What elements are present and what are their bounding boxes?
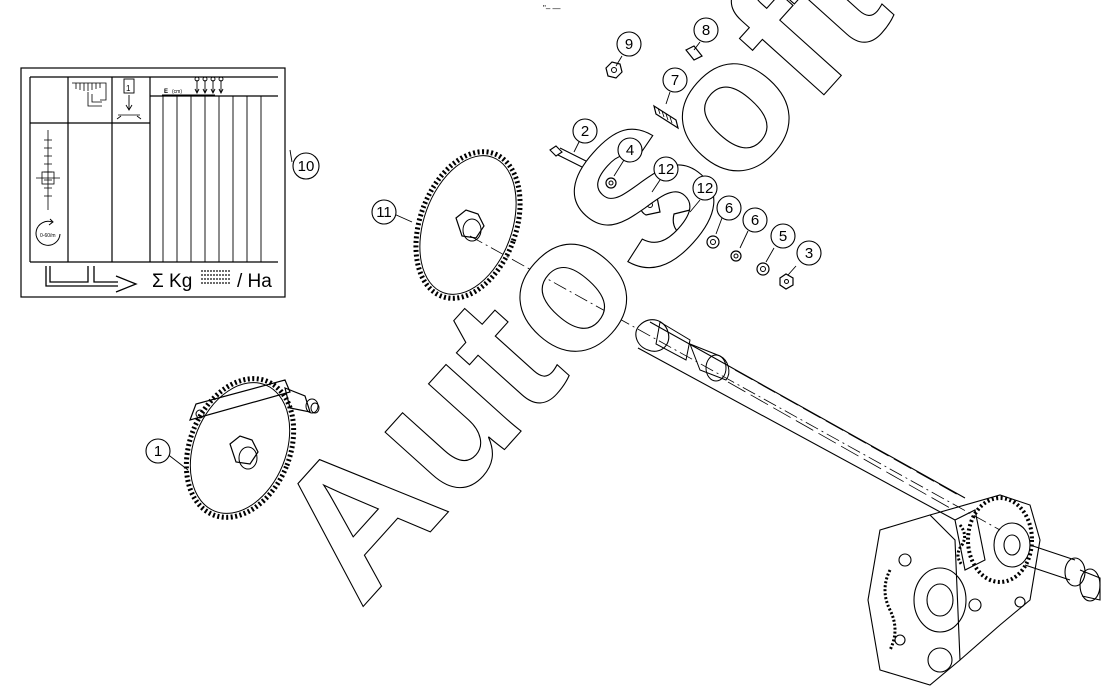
chart-grid-columns [162,96,262,262]
callout-6a-label: 6 [725,200,733,217]
sprocket-11-teeth [413,149,523,301]
callout-8-label: 8 [702,22,710,39]
callout-6a [716,195,742,221]
gearbox-housing [867,514,961,686]
small-parts [549,45,794,290]
callout-6b [742,207,768,233]
sprocket-1 [183,376,320,520]
sprocket-11 [413,149,523,301]
wedge-12a [638,191,661,216]
chart-sum-kg: Σ Kg [152,271,192,292]
callout-11-label: 11 [376,204,392,221]
nut-3 [779,273,794,290]
callout-3-label: 3 [805,245,813,262]
callout-12a-label: 12 [658,161,675,178]
washer-4 [605,177,617,189]
top-number-box [123,78,135,94]
chart-per-ha: / Ha [237,271,272,292]
top-mark: "– — [543,4,561,13]
chart-e-unit: (cm) [172,89,182,95]
callout-2-label: 2 [581,123,589,140]
callout-1-label: 1 [154,443,162,460]
chart-label-frame [20,67,286,298]
callout-10 [292,152,320,180]
sprocket-1-bracket [189,379,291,421]
callout-8 [693,17,719,43]
hopper-icon [72,82,107,107]
autosoft-watermark: AutoSoft [233,0,927,637]
gearbox-assembly [867,494,1101,686]
washer-6a [706,235,720,249]
nut-9 [605,61,623,79]
washer-5 [756,262,770,276]
callout-4 [617,137,643,163]
seeding-chart-label [20,67,286,298]
callouts [145,17,822,464]
pin-7 [653,104,679,130]
sprocket-1-hub [229,435,259,465]
callout-12b [692,175,718,201]
callout-9 [616,31,642,57]
callout-3 [796,240,822,266]
speed-dial-icon [35,218,61,246]
callout-7 [662,67,688,93]
callout-5-label: 5 [779,228,787,245]
callout-2 [572,118,598,144]
callout-6b-label: 6 [751,212,759,229]
sprocket-11-hub [455,209,485,239]
drive-shaft [469,235,1001,531]
callout-4-label: 4 [626,142,634,159]
chart-e-header: E [164,89,168,95]
callout-7-label: 7 [671,72,679,89]
bolt-2 [549,145,597,174]
rate-dots [201,270,230,284]
sprocket-1-teeth [183,376,297,520]
chart-top-number: 1 [126,84,131,93]
callout-1 [145,438,171,464]
bottom-arrow-icon [45,266,138,293]
callout-5 [770,223,796,249]
wedge-12b [672,209,695,234]
callout-10-label: 10 [298,158,315,175]
chart-speed-text: 0-60/m [40,233,56,239]
callout-11 [371,199,397,225]
callout-labels: 1 2 3 4 5 6 6 7 8 9 10 11 12 12 [154,22,813,460]
sprocket-pictogram [36,130,60,210]
callout-12a [653,156,679,182]
gearbox-sprocket [966,496,1034,584]
pin-8 [685,45,703,61]
washer-6b [730,250,742,262]
callout-9-label: 9 [625,36,633,53]
callout-12b-label: 12 [697,180,714,197]
shaft-centerline [469,235,1001,531]
e-arrows-icon [162,76,224,96]
